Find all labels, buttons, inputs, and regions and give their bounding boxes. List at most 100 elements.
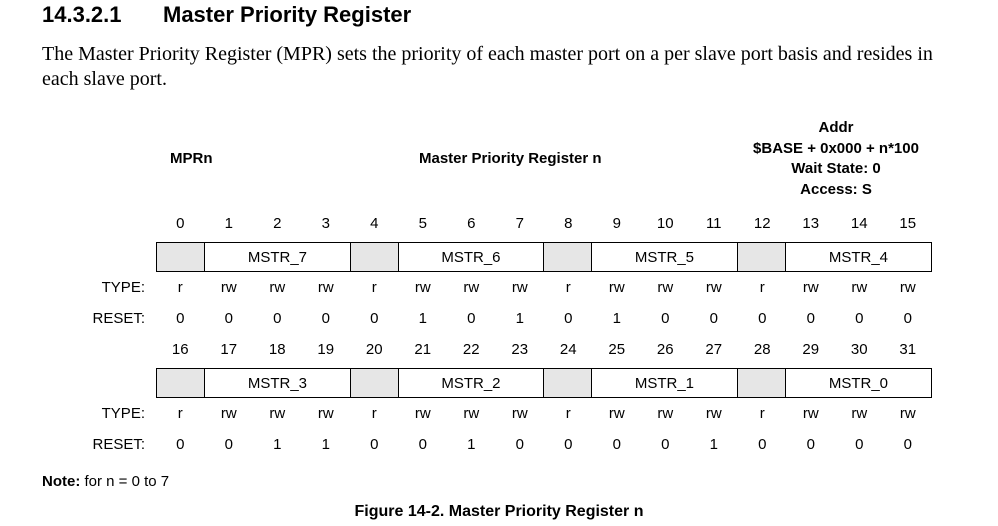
reserved-field bbox=[737, 369, 786, 397]
section-title: Master Priority Register bbox=[163, 2, 412, 27]
address-block: Addr $BASE + 0x000 + n*100 Wait State: 0… bbox=[730, 118, 942, 200]
reserved-field bbox=[544, 243, 593, 271]
reset-value: 1 bbox=[273, 436, 282, 453]
register-field: MSTR_0 bbox=[828, 374, 889, 392]
type-value: rw bbox=[802, 279, 819, 296]
type-value: rw bbox=[220, 405, 237, 422]
section-heading: 14.3.2.1 Master Priority Register bbox=[42, 2, 411, 28]
bit-number: 29 bbox=[802, 341, 820, 358]
type-value: rw bbox=[851, 405, 868, 422]
reset-value: 0 bbox=[515, 436, 524, 453]
register-short-name: MPRn bbox=[170, 150, 213, 167]
type-value: rw bbox=[657, 405, 674, 422]
register-field: MSTR_6 bbox=[399, 243, 544, 271]
note-text: for n = 0 to 7 bbox=[80, 473, 170, 490]
type-value: rw bbox=[657, 279, 674, 296]
bit-number: 31 bbox=[899, 341, 917, 358]
reset-value: 0 bbox=[903, 436, 912, 453]
bit-number: 8 bbox=[564, 215, 573, 232]
reserved-field bbox=[350, 369, 399, 397]
bit-number: 3 bbox=[321, 215, 330, 232]
bit-number: 13 bbox=[802, 215, 820, 232]
type-value: rw bbox=[608, 405, 625, 422]
type-value: rw bbox=[511, 405, 528, 422]
type-value: rw bbox=[414, 279, 431, 296]
reset-value: 0 bbox=[806, 310, 815, 327]
type-value: rw bbox=[851, 279, 868, 296]
intro-paragraph: The Master Priority Register (MPR) sets … bbox=[42, 43, 933, 90]
bit-number: 18 bbox=[268, 341, 286, 358]
reset-value: 1 bbox=[709, 436, 718, 453]
reset-value: 0 bbox=[321, 310, 330, 327]
reset-value: 1 bbox=[515, 310, 524, 327]
reset-value: 0 bbox=[564, 310, 573, 327]
reset-value: 0 bbox=[273, 310, 282, 327]
reset-value: 0 bbox=[612, 436, 621, 453]
bit-number: 21 bbox=[414, 341, 432, 358]
reset-value: 0 bbox=[709, 310, 718, 327]
type-value: r bbox=[371, 279, 377, 296]
type-value: r bbox=[177, 405, 183, 422]
bit-number: 0 bbox=[176, 215, 185, 232]
reset-value: 0 bbox=[176, 310, 185, 327]
reset-value: 0 bbox=[758, 310, 767, 327]
register-field: MSTR_3 bbox=[205, 369, 351, 397]
type-value: rw bbox=[511, 279, 528, 296]
reserved-field bbox=[544, 369, 593, 397]
bit-number: 9 bbox=[612, 215, 621, 232]
reset-value: 0 bbox=[855, 310, 864, 327]
type-value: rw bbox=[220, 279, 237, 296]
reset-value: 0 bbox=[418, 436, 427, 453]
reset-value: 0 bbox=[224, 310, 233, 327]
type-label: TYPE: bbox=[101, 405, 145, 422]
type-value: rw bbox=[269, 405, 286, 422]
wait-state: Wait State: 0 bbox=[791, 160, 881, 177]
bit-number: 19 bbox=[317, 341, 335, 358]
reset-value: 0 bbox=[661, 310, 670, 327]
bit-number: 17 bbox=[220, 341, 238, 358]
type-value: r bbox=[177, 279, 183, 296]
bit-number: 28 bbox=[753, 341, 771, 358]
section-number: 14.3.2.1 bbox=[42, 2, 122, 27]
type-value: r bbox=[371, 405, 377, 422]
reset-label: RESET: bbox=[92, 436, 145, 453]
bit-number: 23 bbox=[511, 341, 529, 358]
type-value: rw bbox=[899, 405, 916, 422]
addr-label: Addr bbox=[818, 119, 854, 136]
addr-value: $BASE + 0x000 + n*100 bbox=[753, 139, 919, 157]
type-value: rw bbox=[705, 405, 722, 422]
reset-value: 0 bbox=[176, 436, 185, 453]
reset-value: 0 bbox=[855, 436, 864, 453]
bit-number: 1 bbox=[224, 215, 233, 232]
bit-number: 7 bbox=[515, 215, 524, 232]
type-value: rw bbox=[269, 279, 286, 296]
bit-number: 12 bbox=[753, 215, 771, 232]
type-value: rw bbox=[608, 279, 625, 296]
reset-value: 0 bbox=[224, 436, 233, 453]
reset-value: 0 bbox=[661, 436, 670, 453]
reset-value: 0 bbox=[806, 436, 815, 453]
bit-number: 22 bbox=[462, 341, 480, 358]
reset-value: 0 bbox=[564, 436, 573, 453]
note-label: Note: bbox=[42, 473, 81, 490]
bit-number: 16 bbox=[171, 341, 189, 358]
reset-value: 1 bbox=[612, 310, 621, 327]
type-label: TYPE: bbox=[101, 279, 145, 296]
reset-value: 0 bbox=[903, 310, 912, 327]
register-field: MSTR_4 bbox=[828, 248, 889, 266]
bit-number: 14 bbox=[850, 215, 868, 232]
bit-number: 26 bbox=[656, 341, 674, 358]
reset-value: 1 bbox=[467, 436, 476, 453]
bit-number: 25 bbox=[608, 341, 626, 358]
access-mode: Access: S bbox=[800, 180, 872, 198]
reset-value: 1 bbox=[418, 310, 427, 327]
type-value: r bbox=[759, 405, 765, 422]
type-value: rw bbox=[899, 279, 916, 296]
register-field: MSTR_1 bbox=[592, 369, 738, 397]
